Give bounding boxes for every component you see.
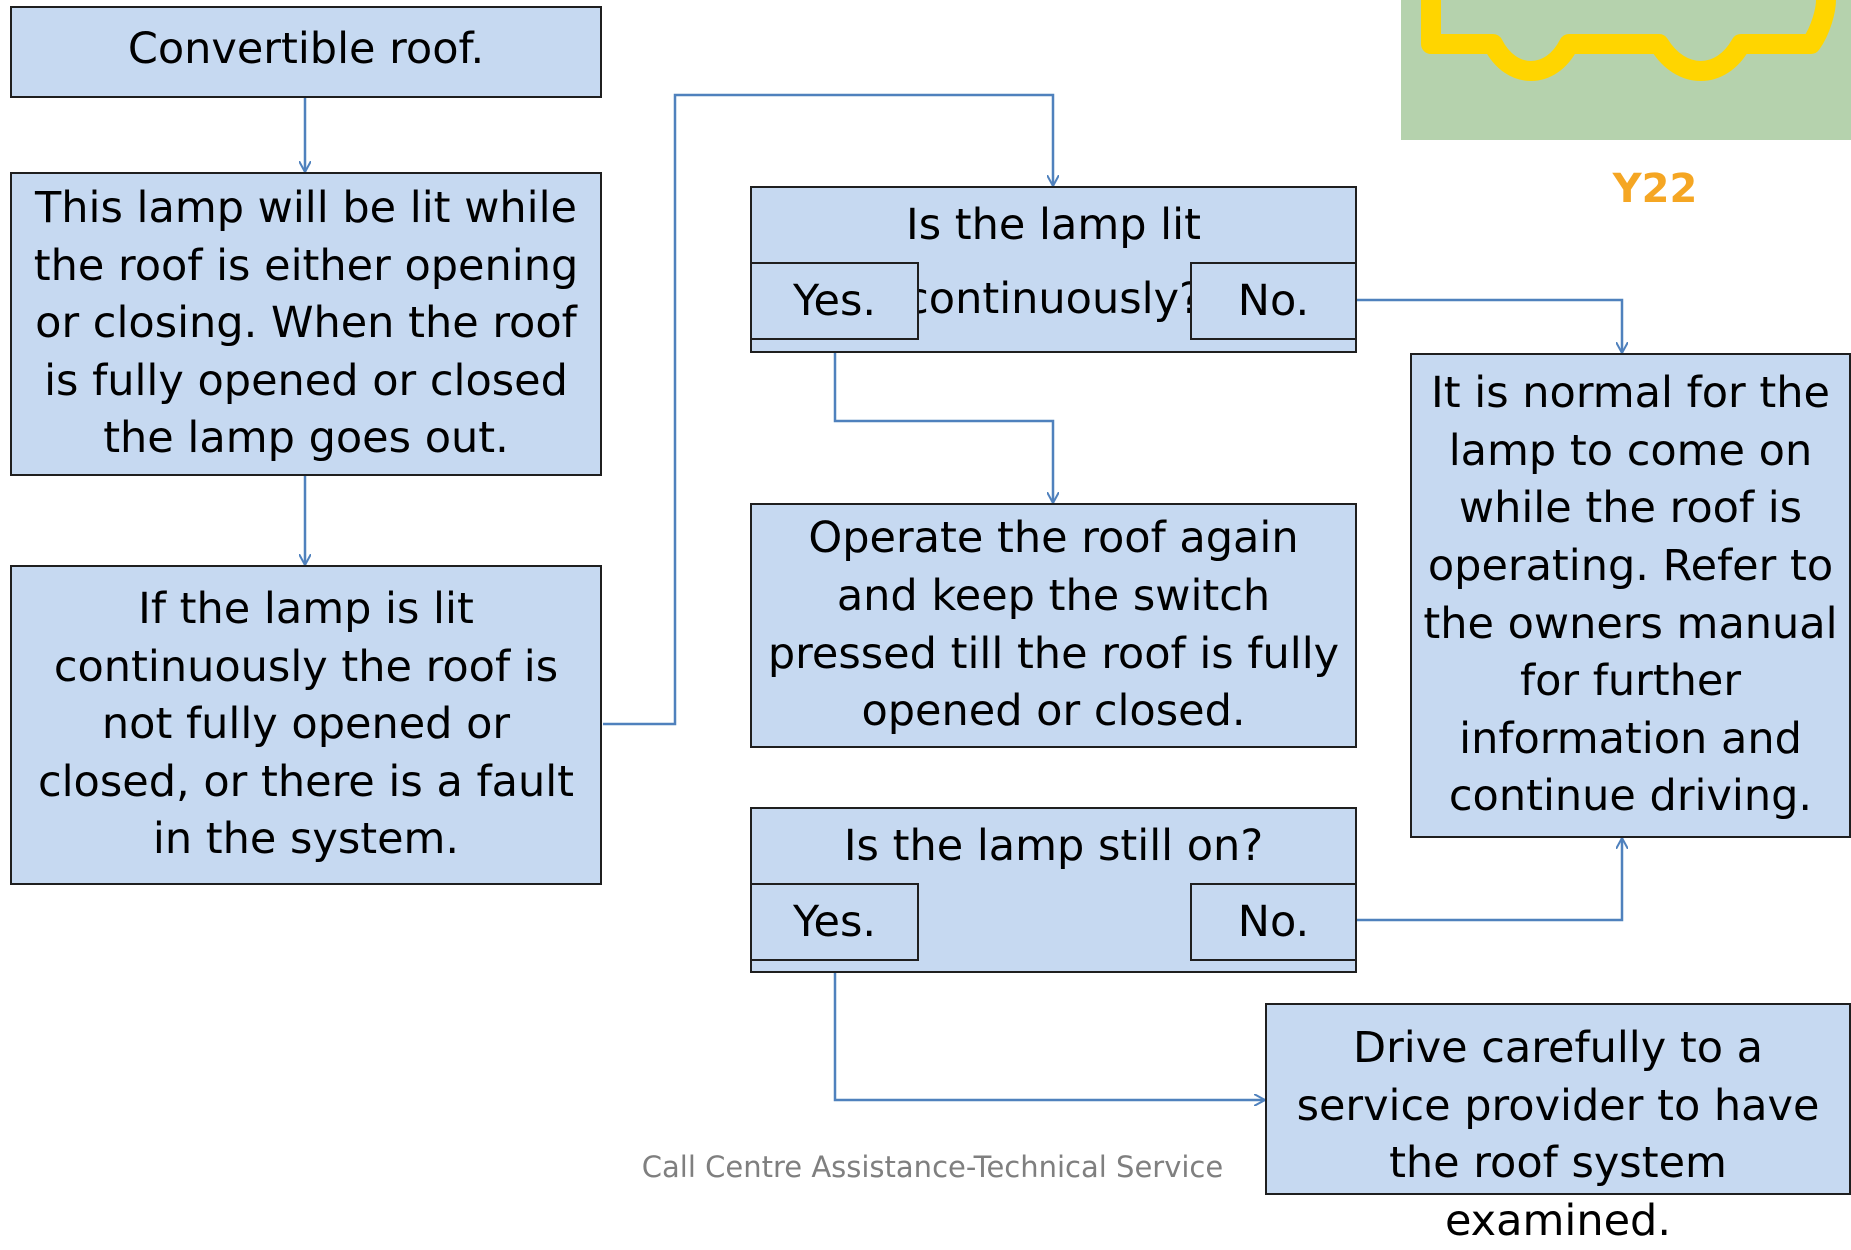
- box-lamp-fault-info: If the lamp is lit continuously the roof…: [10, 565, 602, 885]
- arrow-no-to-normal: [1357, 298, 1622, 353]
- decision-no-option: No.: [1190, 883, 1357, 961]
- arrow-fault-to-continuous: [603, 93, 1053, 726]
- box-normal-info: It is normal for the lamp to come on whi…: [1410, 353, 1851, 838]
- decision-no-option: No.: [1190, 262, 1357, 340]
- connectors: [0, 93, 1851, 1195]
- decision-lamp-still-on: Is the lamp still on? Yes. No.: [750, 807, 1357, 973]
- decision-lamp-continuous: Is the lamp lit continuously? Yes. No.: [750, 186, 1357, 353]
- arrow-still-on-yes-to-drive: [833, 960, 1265, 1100]
- box-drive-carefully: Drive carefully to a service provider to…: [1265, 1003, 1851, 1246]
- box-lamp-lit-info: This lamp will be lit while the roof is …: [10, 172, 602, 476]
- decision-question: Is the lamp lit continuously?: [905, 200, 1202, 324]
- box-operate-roof: Operate the roof again and keep the swit…: [750, 503, 1357, 748]
- decision-question: Is the lamp still on?: [843, 821, 1264, 871]
- footer-text: Call Centre Assistance-Technical Service: [641, 1150, 1224, 1184]
- arrow-yes-to-operate: [833, 340, 1053, 503]
- warning-code: Y22: [1612, 166, 1698, 212]
- convertible-car-icon-graphic: [1421, 0, 1836, 81]
- convertible-car-icon: [1401, 0, 1851, 140]
- arrow-still-on-no-to-normal: [1357, 838, 1622, 922]
- box-convertible-roof: Convertible roof.: [10, 6, 602, 98]
- decision-yes-option: Yes.: [750, 883, 919, 961]
- decision-yes-option: Yes.: [750, 262, 919, 340]
